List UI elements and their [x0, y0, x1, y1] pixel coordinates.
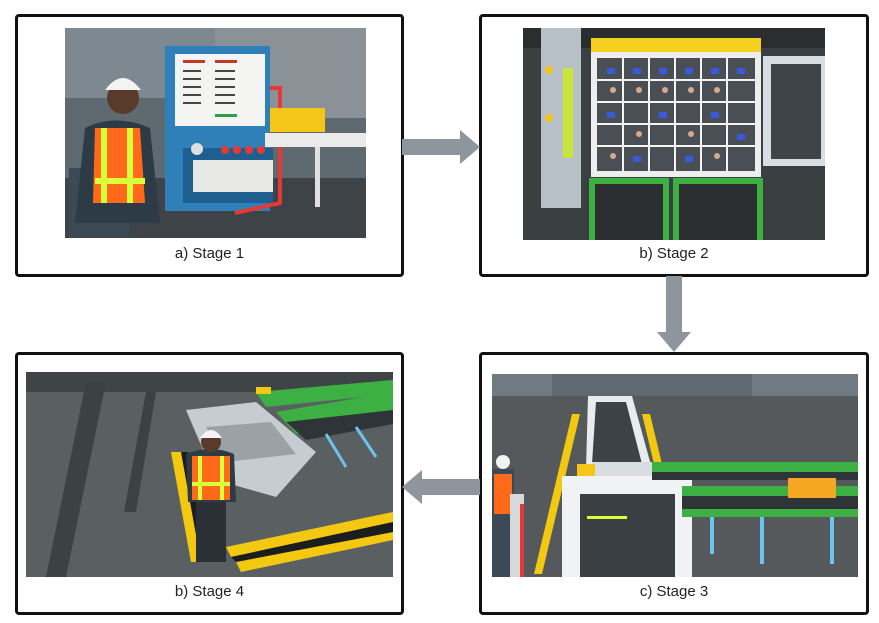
stage-4-caption: b) Stage 4: [174, 583, 245, 600]
arrow-down-icon: [657, 276, 691, 352]
stage-4-image: [26, 372, 393, 577]
stage-2-image: [523, 28, 825, 240]
stage-1-panel: a) Stage 1: [15, 14, 404, 277]
stage-4-panel: b) Stage 4: [15, 352, 404, 615]
stage-3-caption: c) Stage 3: [639, 583, 709, 600]
stage-1-caption: a) Stage 1: [174, 245, 245, 262]
arrow-left-icon: [402, 470, 480, 504]
stage-3-panel: c) Stage 3: [479, 352, 869, 615]
stage-2-caption: b) Stage 2: [639, 245, 709, 262]
stage-3-image: [492, 374, 858, 577]
stage-2-panel: b) Stage 2: [479, 14, 869, 277]
arrow-right-icon: [402, 130, 480, 164]
stage-1-image: [65, 28, 366, 238]
